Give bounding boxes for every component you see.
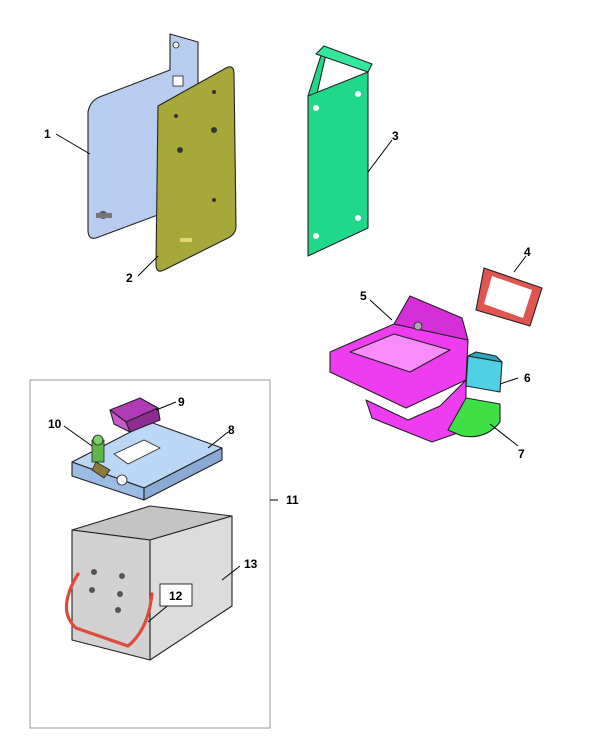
part-7-tray bbox=[447, 397, 501, 438]
callout-1: 1 bbox=[44, 127, 51, 141]
callout-10: 10 bbox=[48, 417, 62, 431]
callout-12: 12 bbox=[169, 589, 183, 603]
callout-8: 8 bbox=[228, 423, 235, 437]
part-13-box bbox=[71, 505, 233, 661]
callout-3: 3 bbox=[392, 129, 399, 143]
part-8-lid bbox=[71, 421, 223, 501]
leader-lines bbox=[55, 133, 527, 623]
part-5-hopper bbox=[329, 295, 469, 443]
part-10-valve bbox=[91, 434, 111, 479]
callout-11: 11 bbox=[286, 493, 299, 507]
part-9-chute bbox=[109, 397, 161, 433]
callout-6: 6 bbox=[524, 371, 531, 385]
callout-4: 4 bbox=[524, 245, 531, 259]
callout-2: 2 bbox=[126, 271, 133, 285]
part-2-front-plate bbox=[155, 66, 237, 272]
callout-13: 13 bbox=[244, 557, 258, 571]
part-4-gasket bbox=[475, 267, 543, 327]
callout-12-box bbox=[159, 583, 193, 607]
part-12-handle bbox=[64, 572, 154, 648]
part-6-plate bbox=[465, 351, 503, 393]
callout-7: 7 bbox=[518, 447, 525, 461]
part-3-bracket bbox=[307, 45, 373, 257]
callout-9: 9 bbox=[178, 395, 185, 409]
part-11-assembly-frame bbox=[29, 379, 271, 729]
callout-labels: 1 2 3 4 5 6 7 8 9 10 11 12 13 bbox=[44, 127, 531, 607]
callout-5: 5 bbox=[360, 289, 367, 303]
